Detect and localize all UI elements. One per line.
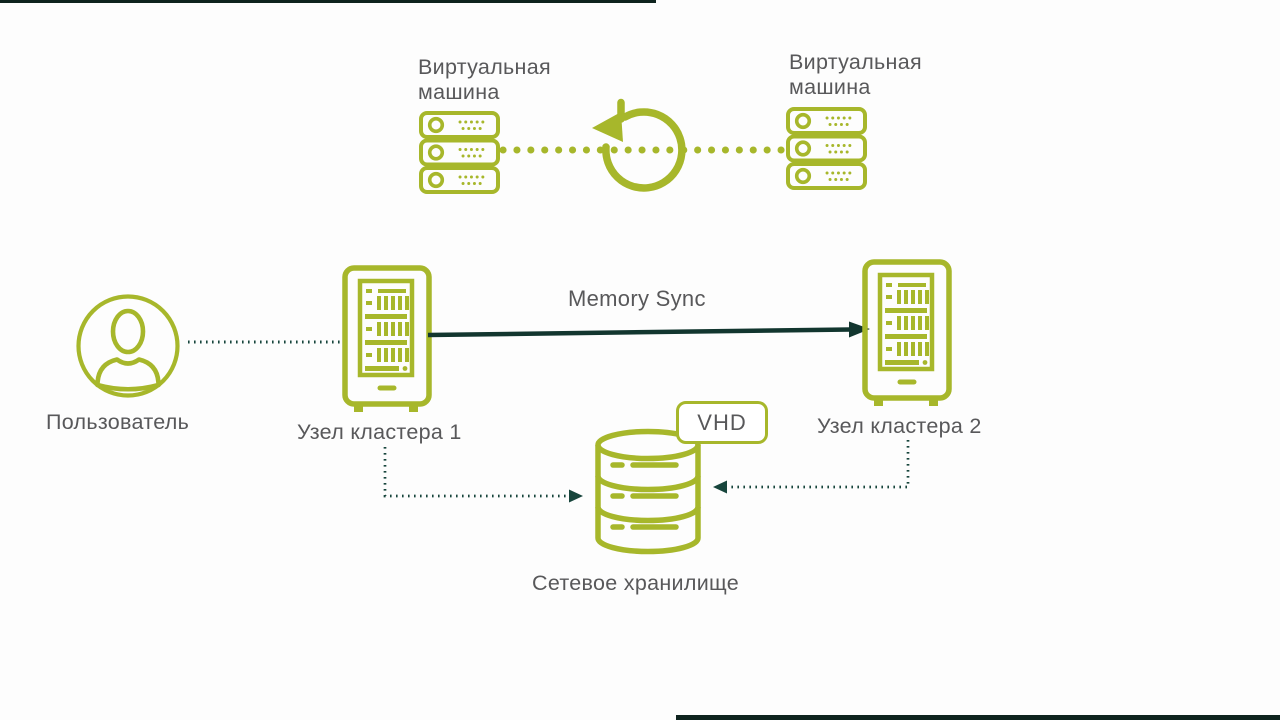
memory-sync-label: Memory Sync xyxy=(568,286,706,311)
vm-right-label: Виртуальная машина xyxy=(789,50,922,99)
node2-to-storage-dotted-arrow xyxy=(713,440,910,494)
node1-to-storage-dotted-arrow xyxy=(383,447,583,503)
top-edge-bar xyxy=(0,0,656,3)
server-stack-icon xyxy=(419,111,500,194)
circular-sync-arrow-icon xyxy=(592,98,686,192)
solid-arrow-right-icon xyxy=(427,321,870,338)
vm-left-label: Виртуальная машина xyxy=(418,55,551,104)
server-rack-icon xyxy=(342,265,432,412)
vm-replication-connector xyxy=(499,98,791,192)
user-to-node1-dotted-line xyxy=(188,340,340,344)
vhd-badge: VHD xyxy=(676,401,768,444)
vhd-badge-label: VHD xyxy=(697,409,747,435)
storage-label: Сетевое хранилище xyxy=(532,571,740,595)
node2-label: Узел кластера 2 xyxy=(817,414,982,438)
server-stack-icon xyxy=(786,107,867,190)
server-rack-icon xyxy=(862,259,952,406)
bottom-edge-bar xyxy=(676,715,1280,720)
user-avatar-icon xyxy=(76,294,180,398)
database-cylinder-icon xyxy=(595,428,701,555)
node1-label: Узел кластера 1 xyxy=(297,420,462,444)
user-label: Пользователь xyxy=(46,410,190,434)
